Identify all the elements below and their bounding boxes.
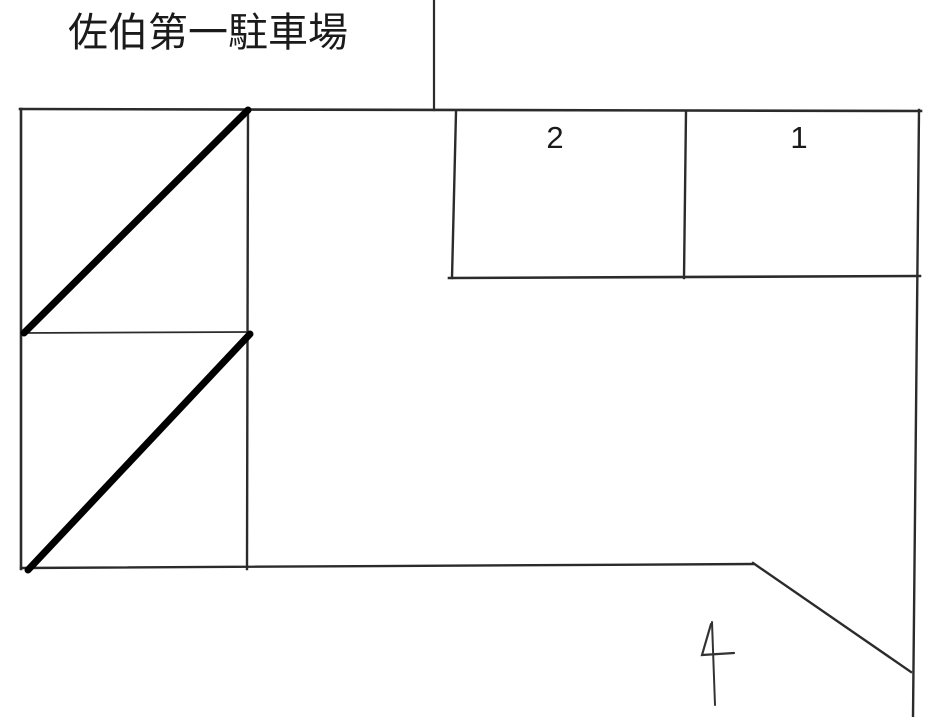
handwritten-4-mark xyxy=(700,621,736,706)
stall-row-bottom-edge xyxy=(447,274,922,280)
bottom-boundary-line xyxy=(19,562,755,570)
stall-number-2: 2 xyxy=(546,120,564,155)
stall-number-1: 1 xyxy=(790,120,808,155)
top-boundary-line xyxy=(18,107,923,113)
crossout-stroke-upper xyxy=(20,106,252,337)
bottom-right-diagonal-edge xyxy=(751,561,913,674)
handwritten-4-stem xyxy=(711,621,716,706)
handwritten-4-glyph xyxy=(700,622,736,657)
stall-2-left-edge xyxy=(450,110,458,280)
boundary-lines xyxy=(18,0,923,717)
right-boundary-line xyxy=(911,108,921,717)
left-column-mid-divider xyxy=(20,331,249,334)
stall-outlines xyxy=(447,109,922,280)
page-title: 佐伯第一駐車場 xyxy=(68,10,348,56)
crossed-out-strokes xyxy=(20,106,254,574)
crossout-stroke-lower xyxy=(24,330,254,574)
stall-divider-edge xyxy=(682,109,688,280)
